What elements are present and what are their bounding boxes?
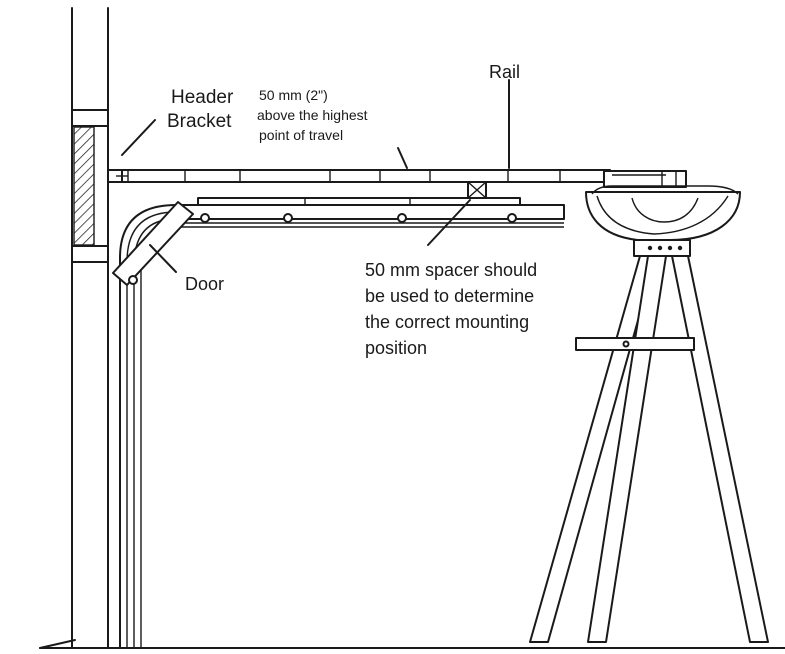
spacer-label-line1: 50 mm spacer should xyxy=(365,260,537,280)
clearance-leader xyxy=(397,147,408,169)
spacer-block xyxy=(467,181,487,199)
clearance-label-line1: 50 mm (2") xyxy=(259,87,328,103)
stepladder xyxy=(529,239,769,643)
spacer-leader xyxy=(427,199,471,246)
door-panel xyxy=(112,201,194,286)
clearance-label-line3: point of travel xyxy=(259,127,343,143)
door-track xyxy=(175,197,565,228)
header-bracket xyxy=(107,169,128,183)
clearance-label-line2: above the highest xyxy=(257,107,368,123)
spacer-label-line2: be used to determine xyxy=(365,286,534,306)
header-bracket-label-line1: Header xyxy=(171,87,234,108)
header-beam-hatch xyxy=(73,126,95,246)
spacer-label-line4: position xyxy=(365,338,427,358)
header-bracket-leader xyxy=(121,119,156,156)
spacer-label-line3: the correct mounting xyxy=(365,312,529,332)
rail-label: Rail xyxy=(489,62,520,82)
wall xyxy=(71,7,109,649)
door-label: Door xyxy=(185,274,224,294)
floor-edge xyxy=(39,639,76,649)
door-leader xyxy=(149,244,177,273)
opener-motor-unit xyxy=(585,170,741,241)
rail xyxy=(117,169,611,183)
header-bracket-label-line2: Bracket xyxy=(167,111,232,132)
